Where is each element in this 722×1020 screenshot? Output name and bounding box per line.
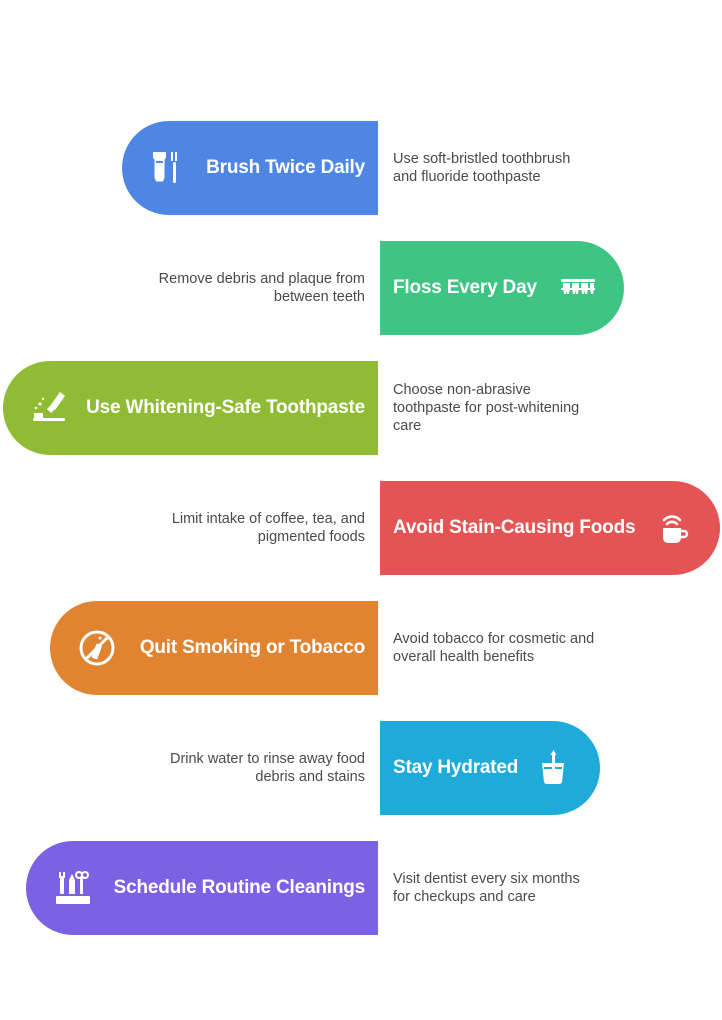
step-title: Avoid Stain-Causing Foods [393, 517, 636, 538]
water-glass-icon [533, 748, 573, 788]
toothbrush-toothpaste-icon [144, 148, 184, 188]
coffee-cup-icon [653, 508, 693, 548]
step-title: Stay Hydrated [393, 757, 519, 778]
step-title: Floss Every Day [393, 277, 537, 298]
step-title: Brush Twice Daily [206, 157, 365, 178]
step-description: Choose non-abrasive toothpaste for post-… [393, 382, 580, 434]
step-description: Use soft-bristled toothbrush and fluorid… [393, 151, 571, 185]
dental-tools-icon [53, 868, 93, 908]
step-title: Quit Smoking or Tobacco [139, 637, 365, 658]
step-quit-smoking: Quit Smoking or Tobacco [50, 601, 378, 695]
step-description: Remove debris and plaque from between te… [158, 271, 365, 305]
step-floss-every-day: Floss Every Day [380, 241, 624, 335]
step-title: Schedule Routine Cleanings [113, 877, 366, 898]
step-whitening-safe-toothpaste: Use Whitening-Safe Toothpaste [3, 361, 378, 455]
step-description: Limit intake of coffee, tea, and pigment… [171, 511, 365, 545]
teeth-floss-icon [558, 268, 598, 308]
step-description: Avoid tobacco for cosmetic and overall h… [393, 631, 595, 665]
no-smoking-icon [77, 628, 117, 668]
step-brush-twice-daily: Brush Twice Daily [122, 121, 378, 215]
step-schedule-cleanings: Schedule Routine Cleanings [26, 841, 378, 935]
step-description: Drink water to rinse away food debris an… [169, 751, 365, 785]
step-avoid-stain-foods: Avoid Stain-Causing Foods [380, 481, 720, 575]
toothpaste-tube-icon [28, 388, 68, 428]
step-stay-hydrated: Stay Hydrated [380, 721, 600, 815]
step-title: Use Whitening-Safe Toothpaste [86, 397, 365, 418]
step-description: Visit dentist every six months for check… [393, 871, 580, 905]
